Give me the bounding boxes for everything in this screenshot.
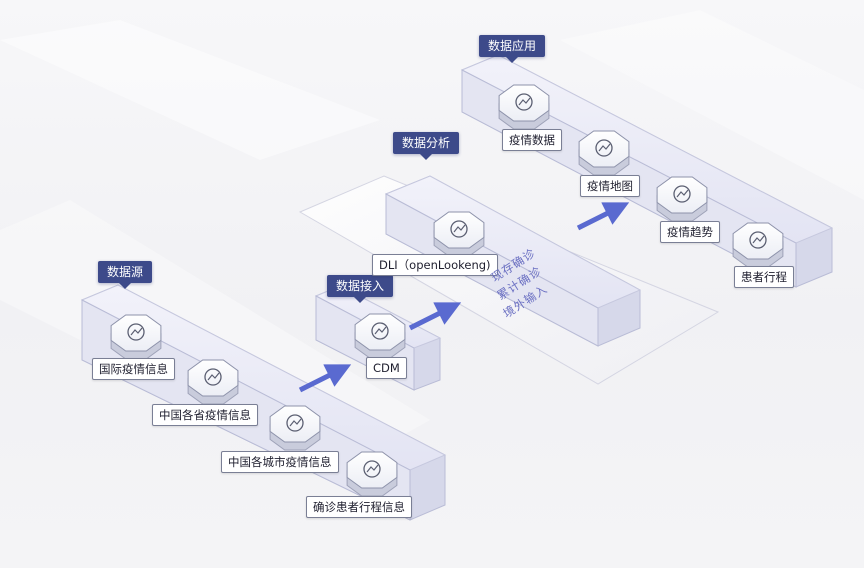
- source-item-cities: 中国各城市疫情信息: [221, 451, 339, 473]
- patient-route-icon: [732, 222, 784, 268]
- bg-plane: [0, 20, 380, 160]
- china-map-icon: [187, 359, 239, 405]
- analysis-node-dli: DLI（openLookeng): [372, 254, 498, 276]
- source-item-international: 国际疫情信息: [92, 358, 175, 380]
- source-layer-tag: 数据源: [98, 261, 153, 289]
- app-item-epidemic-data: 疫情数据: [502, 129, 562, 151]
- application-layer-tag: 数据应用: [479, 35, 546, 63]
- patient-location-icon: [346, 451, 398, 497]
- app-item-epidemic-map: 疫情地图: [580, 175, 640, 197]
- cloud-lock-icon: [433, 211, 485, 257]
- app-item-patient-routes: 患者行程: [734, 266, 794, 288]
- bg-plane: [560, 10, 864, 200]
- source-item-provinces: 中国各省疫情信息: [152, 404, 258, 426]
- city-building-icon: [269, 405, 321, 451]
- transfer-arrows-icon: [354, 313, 406, 359]
- source-item-patient-routes: 确诊患者行程信息: [306, 496, 412, 518]
- analysis-layer-tag: 数据分析: [393, 132, 460, 160]
- arrow-ingest-to-analysis: [408, 302, 462, 331]
- ingest-node-cdm: CDM: [366, 357, 407, 379]
- trend-chart-icon: [656, 176, 708, 222]
- arrow-analysis-to-application: [576, 202, 630, 231]
- globe-icon: [110, 314, 162, 360]
- ingest-layer-tag: 数据接入: [327, 275, 394, 303]
- arrow-source-to-ingest: [298, 364, 352, 393]
- app-item-epidemic-trend: 疫情趋势: [660, 221, 720, 243]
- stats-globe-icon: [498, 84, 550, 130]
- map-pin-icon: [578, 130, 630, 176]
